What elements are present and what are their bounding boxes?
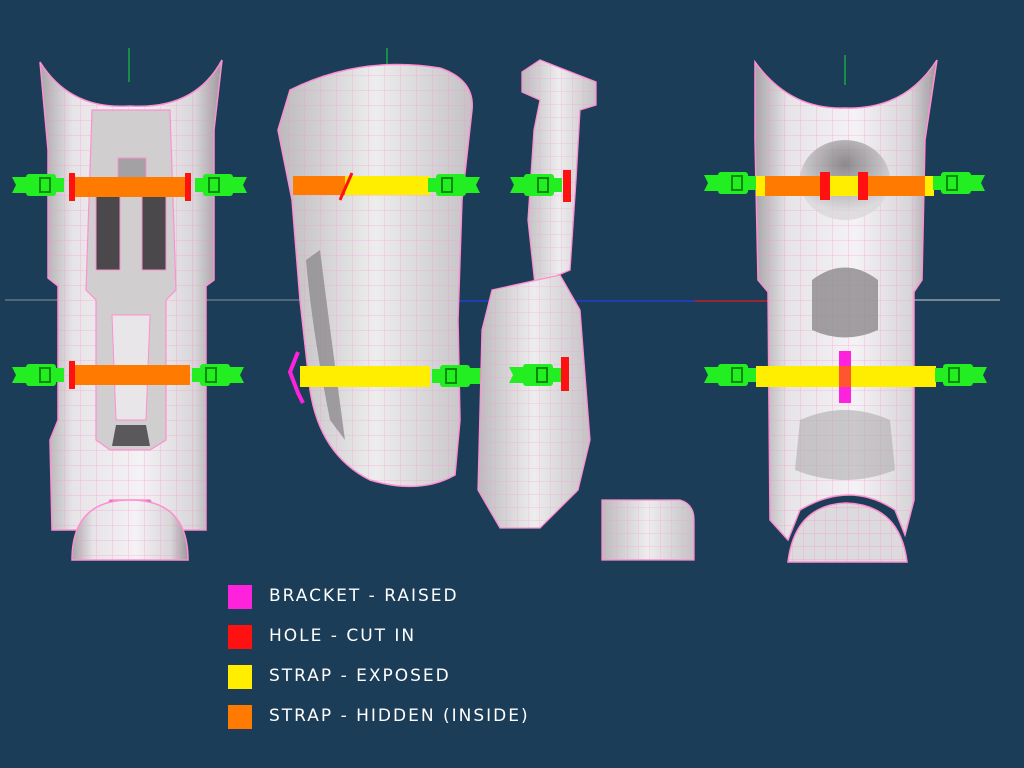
buckle-icon <box>703 363 757 387</box>
back-strap-upper-tip-right <box>925 176 934 196</box>
hole-front-lower-left <box>69 361 75 389</box>
front-strap-lower <box>70 365 190 385</box>
legend: BRACKET - RAISED HOLE - CUT IN STRAP - E… <box>228 583 648 743</box>
hole-side-upper <box>338 172 354 201</box>
back-view <box>703 59 988 563</box>
buckle-icon <box>932 171 986 195</box>
legend-swatch-strap-exposed <box>228 665 252 689</box>
front-strap-upper <box>70 177 190 197</box>
legend-swatch-hole <box>228 625 252 649</box>
hole-back-upper-right <box>858 172 868 200</box>
side-strap-lower-exposed <box>300 366 430 387</box>
legend-label-strap-exposed: STRAP - EXPOSED <box>269 666 451 686</box>
legend-item-strap-hidden: STRAP - HIDDEN (INSIDE) <box>228 703 648 743</box>
legend-swatch-bracket <box>228 585 252 609</box>
legend-item-bracket: BRACKET - RAISED <box>228 583 648 623</box>
side-strap-upper-exposed <box>345 176 430 195</box>
buckle-icon <box>12 364 64 386</box>
back-strap-upper-exposed <box>828 176 860 196</box>
legend-label-bracket: BRACKET - RAISED <box>269 586 459 606</box>
bracket-side <box>287 351 305 404</box>
hole-back-upper-left <box>820 172 830 200</box>
buckle-icon <box>703 171 757 195</box>
legend-label-hole: HOLE - CUT IN <box>269 626 417 646</box>
hole-profile-lower <box>561 357 569 391</box>
legend-item-strap-exposed: STRAP - EXPOSED <box>228 663 648 703</box>
back-strap-upper-tip-left <box>756 176 765 196</box>
hole-profile-upper <box>563 170 571 202</box>
front-view <box>12 59 248 561</box>
profile-view <box>477 59 695 561</box>
hole-back-lower <box>839 366 851 387</box>
side-view <box>277 63 485 488</box>
hole-front-upper-left <box>69 173 75 201</box>
legend-label-strap-hidden: STRAP - HIDDEN (INSIDE) <box>269 706 530 726</box>
buckle-icon <box>934 363 988 387</box>
side-strap-upper-hidden <box>293 176 348 195</box>
legend-swatch-strap-hidden <box>228 705 252 729</box>
hole-front-upper-right <box>185 173 191 201</box>
legend-item-hole: HOLE - CUT IN <box>228 623 648 663</box>
